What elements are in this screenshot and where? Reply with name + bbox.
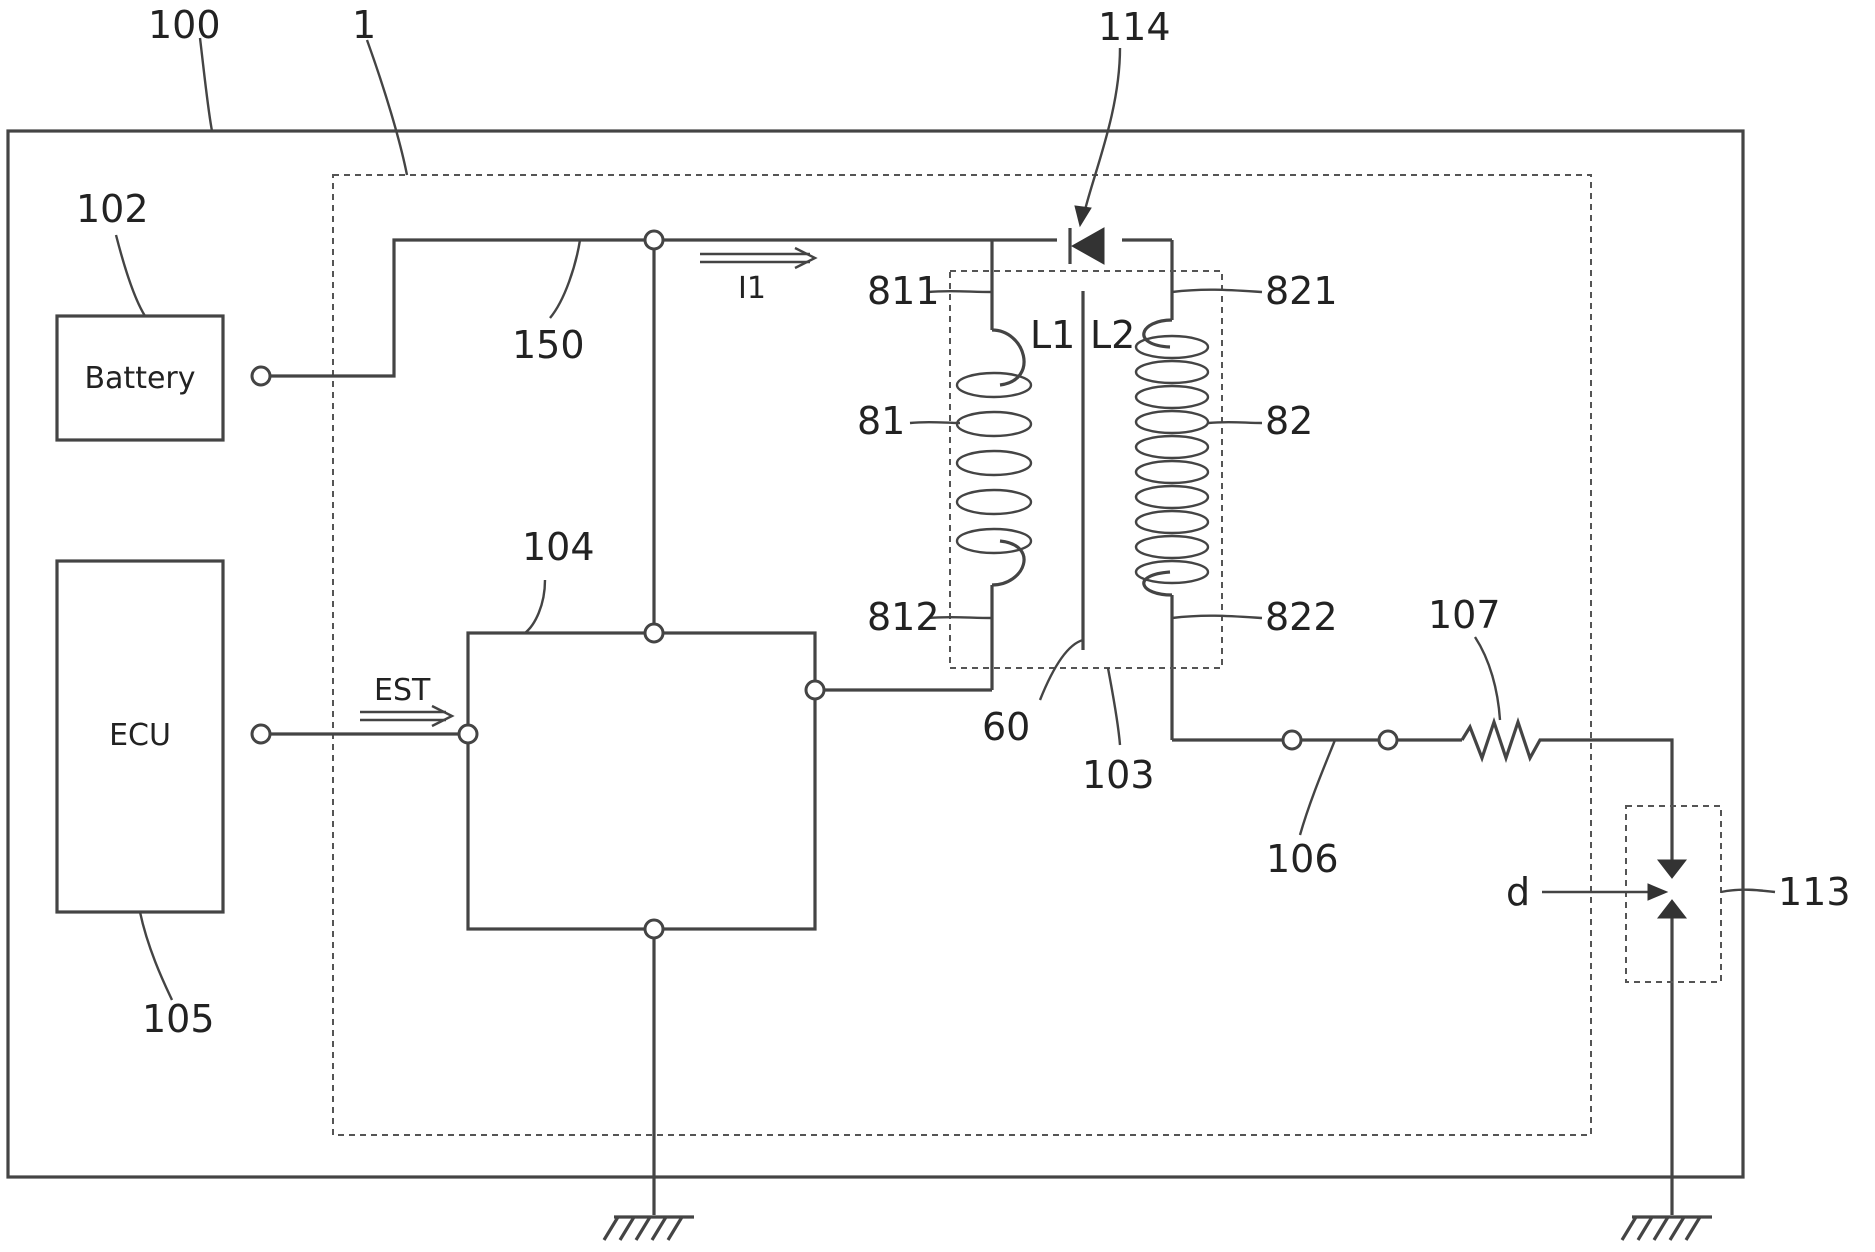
switching-unit-block (468, 633, 815, 929)
label-82: 82 (1265, 399, 1313, 443)
battery-wire (271, 240, 654, 376)
switch-output-terminal (806, 681, 824, 699)
ecu-terminal (252, 725, 270, 743)
leader-104 (525, 580, 545, 633)
leader-103 (1108, 668, 1120, 745)
label-104: 104 (522, 525, 595, 569)
label-L2: L2 (1090, 313, 1135, 357)
leader-107 (1475, 637, 1500, 720)
leader-150 (550, 240, 580, 318)
ecu-label: ECU (109, 718, 171, 753)
label-60: 60 (982, 705, 1030, 749)
label-114: 114 (1098, 5, 1171, 49)
power-node (645, 231, 663, 249)
leader-81 (910, 422, 960, 423)
leader-106 (1300, 740, 1335, 835)
leader-105 (140, 912, 172, 1000)
current-arrow (700, 248, 815, 268)
leader-821 (1172, 290, 1262, 292)
label-102: 102 (76, 187, 149, 231)
path-terminal-left (1283, 731, 1301, 749)
switch-input-terminal (459, 725, 477, 743)
secondary-coil (1136, 320, 1208, 595)
diode-leader-arrowhead (1075, 206, 1091, 226)
label-100: 100 (148, 3, 221, 47)
resistor (1462, 722, 1672, 872)
leader-113 (1721, 890, 1775, 892)
leader-82 (1208, 422, 1262, 423)
battery-terminal (252, 367, 270, 385)
upper-electrode (1658, 860, 1686, 878)
label-signal: EST (374, 673, 431, 708)
ignition-device-boundary (333, 175, 1591, 1135)
label-105: 105 (142, 997, 215, 1041)
switch-ground-terminal (645, 920, 663, 938)
leader-102 (116, 235, 145, 316)
ground-symbol-plug (1622, 1217, 1712, 1240)
label-821: 821 (1265, 269, 1338, 313)
diode-leader (1085, 48, 1120, 210)
gap-leader-arrowhead (1648, 884, 1667, 900)
label-113: 113 (1778, 870, 1851, 914)
label-106: 106 (1266, 837, 1339, 881)
path-terminal-right (1379, 731, 1397, 749)
label-812: 812 (867, 595, 940, 639)
label-L1: L1 (1030, 313, 1075, 357)
switch-power-terminal (645, 624, 663, 642)
leader-822 (1172, 616, 1262, 618)
label-811: 811 (867, 269, 940, 313)
ground-symbol-switch (604, 1217, 694, 1240)
primary-coil (957, 330, 1031, 585)
label-81: 81 (857, 399, 905, 443)
lower-electrode (1658, 900, 1686, 918)
label-1: 1 (352, 3, 376, 47)
leader-60 (1040, 640, 1083, 700)
label-gap: d (1506, 870, 1530, 914)
leader-100 (200, 38, 212, 131)
label-150: 150 (512, 323, 585, 367)
label-107: 107 (1428, 593, 1501, 637)
label-822: 822 (1265, 595, 1338, 639)
diode (1070, 228, 1104, 264)
leader-1 (367, 40, 407, 175)
label-103: 103 (1082, 753, 1155, 797)
signal-arrow (360, 706, 452, 726)
battery-label: Battery (84, 361, 195, 396)
label-current: I1 (738, 271, 766, 306)
